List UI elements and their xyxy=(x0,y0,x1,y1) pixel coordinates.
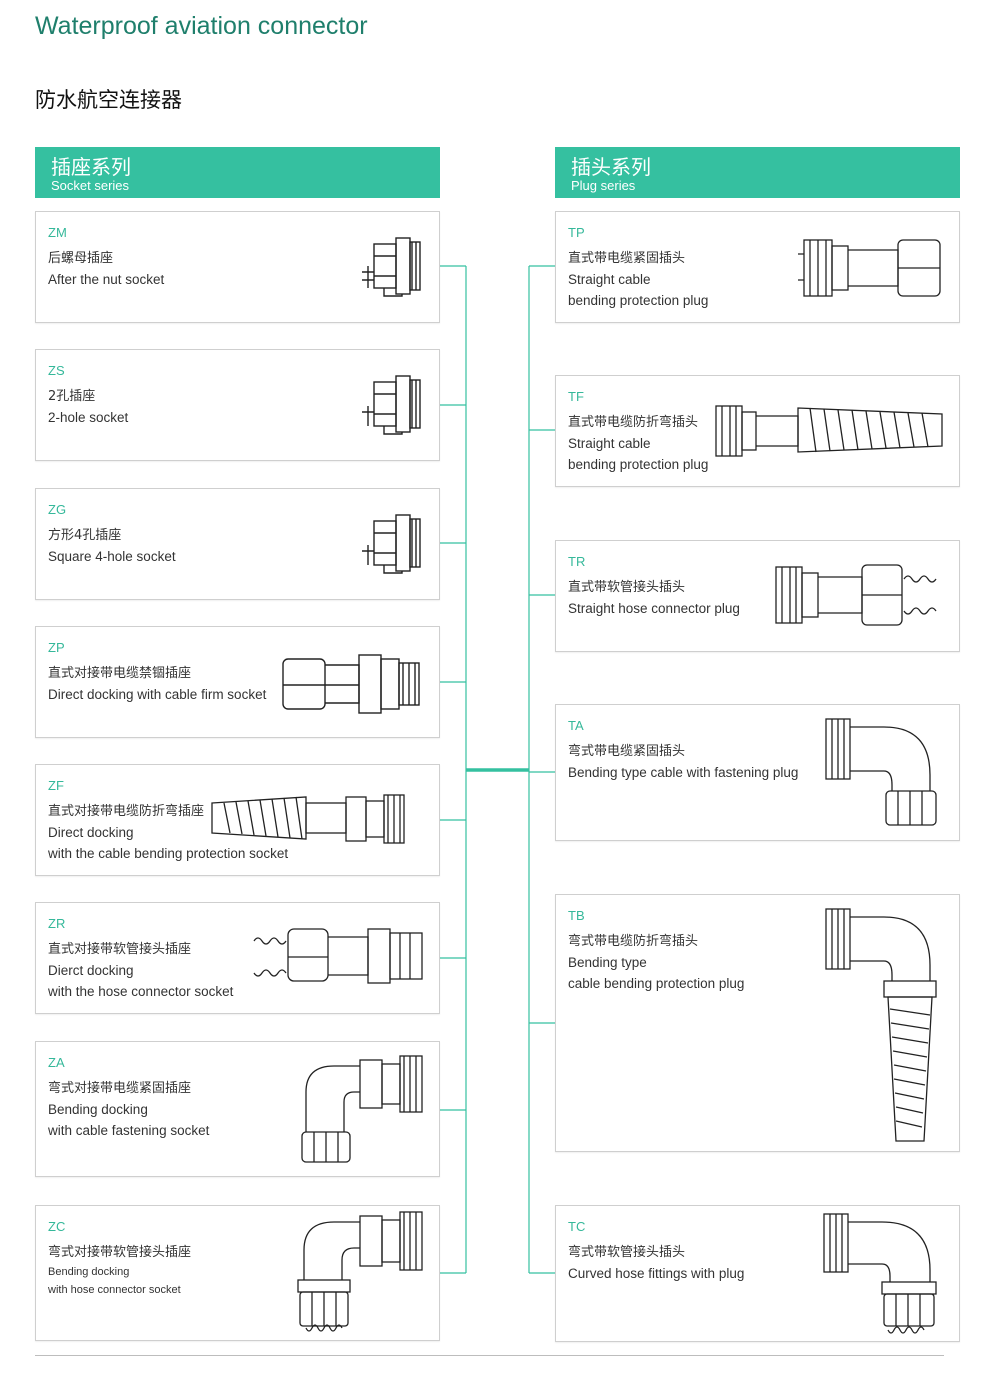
product-name-cn: 弯式对接带电缆紧固插座 xyxy=(48,1081,192,1096)
socket-card-zs[interactable]: ZS 2孔插座 2-hole socket xyxy=(35,349,440,461)
product-name-en: cable bending protection plug xyxy=(568,976,745,991)
socket-card-zr[interactable]: ZR 直式对接带软管接头插座 Dierct docking with the h… xyxy=(35,902,440,1014)
product-name-en: After the nut socket xyxy=(48,272,165,287)
plug-series-title-cn: 插头系列 xyxy=(571,155,651,179)
plug-card-tc[interactable]: TC 弯式带软管接头插头 Curved hose fittings with p… xyxy=(555,1205,960,1342)
product-name-en: with cable fastening socket xyxy=(48,1123,210,1138)
socket-card-zm[interactable]: ZM 后螺母插座 After the nut socket xyxy=(35,211,440,323)
product-name-en: with the cable bending protection socket xyxy=(48,846,289,861)
product-code: ZM xyxy=(48,225,67,240)
socket-card-zf[interactable]: ZF 直式对接带电缆防折弯插座 Direct docking with the … xyxy=(35,764,440,876)
product-code: TB xyxy=(568,908,585,923)
socket-card-zg[interactable]: ZG 方形4孔插座 Square 4-hole socket xyxy=(35,488,440,600)
product-name-cn: 弯式带电缆防折弯插头 xyxy=(568,934,699,949)
bend-protect-plug-drawing xyxy=(825,908,937,1142)
plug-card-tp[interactable]: TP 直式带电缆紧固插头 Straight cable bending prot… xyxy=(555,211,960,323)
socket-card-za[interactable]: ZA 弯式对接带电缆紧固插座 Bending docking with cabl… xyxy=(35,1041,440,1177)
product-code: ZR xyxy=(48,916,66,931)
socket-card-zc[interactable]: ZC 弯式对接带软管接头插座 Bending docking with hose… xyxy=(35,1205,440,1341)
product-name-cn: 直式对接带电缆防折弯插座 xyxy=(48,804,205,819)
bend-fasten-socket-drawing xyxy=(301,1055,423,1163)
bend-hose-socket-drawing xyxy=(297,1211,423,1332)
footer-divider xyxy=(35,1355,944,1356)
plug-card-ta[interactable]: TA 弯式带电缆紧固插头 Bending type cable with fas… xyxy=(555,704,960,841)
socket-series-title-en: Socket series xyxy=(51,178,130,193)
curved-hose-plug-drawing xyxy=(823,1213,937,1334)
product-name-en: Direct docking with cable firm socket xyxy=(48,687,267,702)
product-name-cn: 方形4孔插座 xyxy=(48,528,122,543)
product-code: ZF xyxy=(48,778,64,793)
cable-firm-socket-drawing xyxy=(282,654,420,714)
product-name-en: Bending docking xyxy=(48,1102,148,1117)
square-socket-drawing xyxy=(362,514,421,574)
bend-fasten-plug-drawing xyxy=(825,718,937,826)
page-subtitle: 防水航空连接器 xyxy=(35,88,182,112)
product-name-en: Direct docking xyxy=(48,825,134,840)
product-code: ZS xyxy=(48,363,65,378)
product-code: ZP xyxy=(48,640,65,655)
product-name-en: Dierct docking xyxy=(48,963,134,978)
product-code: TR xyxy=(568,554,586,569)
product-name-en: with the hose connector socket xyxy=(48,984,234,999)
product-code: TA xyxy=(568,718,584,733)
product-name-cn: 弯式带电缆紧固插头 xyxy=(568,744,686,759)
straight-cable-plug-drawing xyxy=(798,239,941,297)
page-title: Waterproof aviation connector xyxy=(35,12,368,40)
product-name-en: Square 4-hole socket xyxy=(48,549,176,564)
product-name-en: Straight hose connector plug xyxy=(568,601,740,616)
product-name-en: bending protection plug xyxy=(568,457,709,472)
plug-series-title-en: Plug series xyxy=(571,178,636,193)
socket-card-zp[interactable]: ZP 直式对接带电缆禁锢插座 Direct docking with cable… xyxy=(35,626,440,738)
product-name-cn: 2孔插座 xyxy=(48,389,96,404)
two-hole-socket-drawing xyxy=(362,375,421,435)
product-name-cn: 直式带电缆紧固插头 xyxy=(568,251,686,266)
product-name-en: Bending type xyxy=(568,955,647,970)
product-name-en: Straight cable xyxy=(568,272,651,287)
plug-card-tr[interactable]: TR 直式带软管接头插头 Straight hose connector plu… xyxy=(555,540,960,652)
product-name-en: Bending type cable with fastening plug xyxy=(568,765,799,780)
product-name-cn: 直式带电缆防折弯插头 xyxy=(568,415,699,430)
product-name-cn: 直式对接带电缆禁锢插座 xyxy=(48,666,192,681)
plug-series-banner: 插头系列 Plug series xyxy=(555,147,960,198)
plug-card-tb[interactable]: TB 弯式带电缆防折弯插头 Bending type cable bending… xyxy=(555,894,960,1152)
bend-protect-socket-drawing xyxy=(211,794,405,844)
nut-socket-drawing xyxy=(362,237,421,297)
product-name-en: Bending docking xyxy=(48,1266,130,1278)
product-name-cn: 弯式带软管接头插头 xyxy=(568,1245,686,1260)
product-name-en: Curved hose fittings with plug xyxy=(568,1266,745,1281)
product-code: TC xyxy=(568,1219,586,1234)
product-name-en: Straight cable xyxy=(568,436,651,451)
product-code: ZG xyxy=(48,502,67,517)
product-name-en: with hose connector socket xyxy=(48,1284,181,1296)
straight-bend-protect-plug-drawing xyxy=(715,405,943,457)
product-code: ZA xyxy=(48,1055,65,1070)
product-name-en: 2-hole socket xyxy=(48,410,129,425)
straight-hose-plug-drawing xyxy=(775,564,937,626)
product-code: TF xyxy=(568,389,584,404)
product-name-cn: 弯式对接带软管接头插座 xyxy=(48,1245,192,1260)
socket-series-title-cn: 插座系列 xyxy=(51,155,131,179)
plug-card-tf[interactable]: TF 直式带电缆防折弯插头 Straight cable bending pro… xyxy=(555,375,960,487)
product-name-cn: 后螺母插座 xyxy=(48,251,114,266)
product-name-cn: 直式对接带软管接头插座 xyxy=(48,942,192,957)
socket-series-banner: 插座系列 Socket series xyxy=(35,147,440,198)
product-code: ZC xyxy=(48,1219,66,1234)
product-name-cn: 直式带软管接头插头 xyxy=(568,580,686,595)
hose-socket-drawing xyxy=(253,928,423,984)
product-code: TP xyxy=(568,225,585,240)
product-name-en: bending protection plug xyxy=(568,293,709,308)
